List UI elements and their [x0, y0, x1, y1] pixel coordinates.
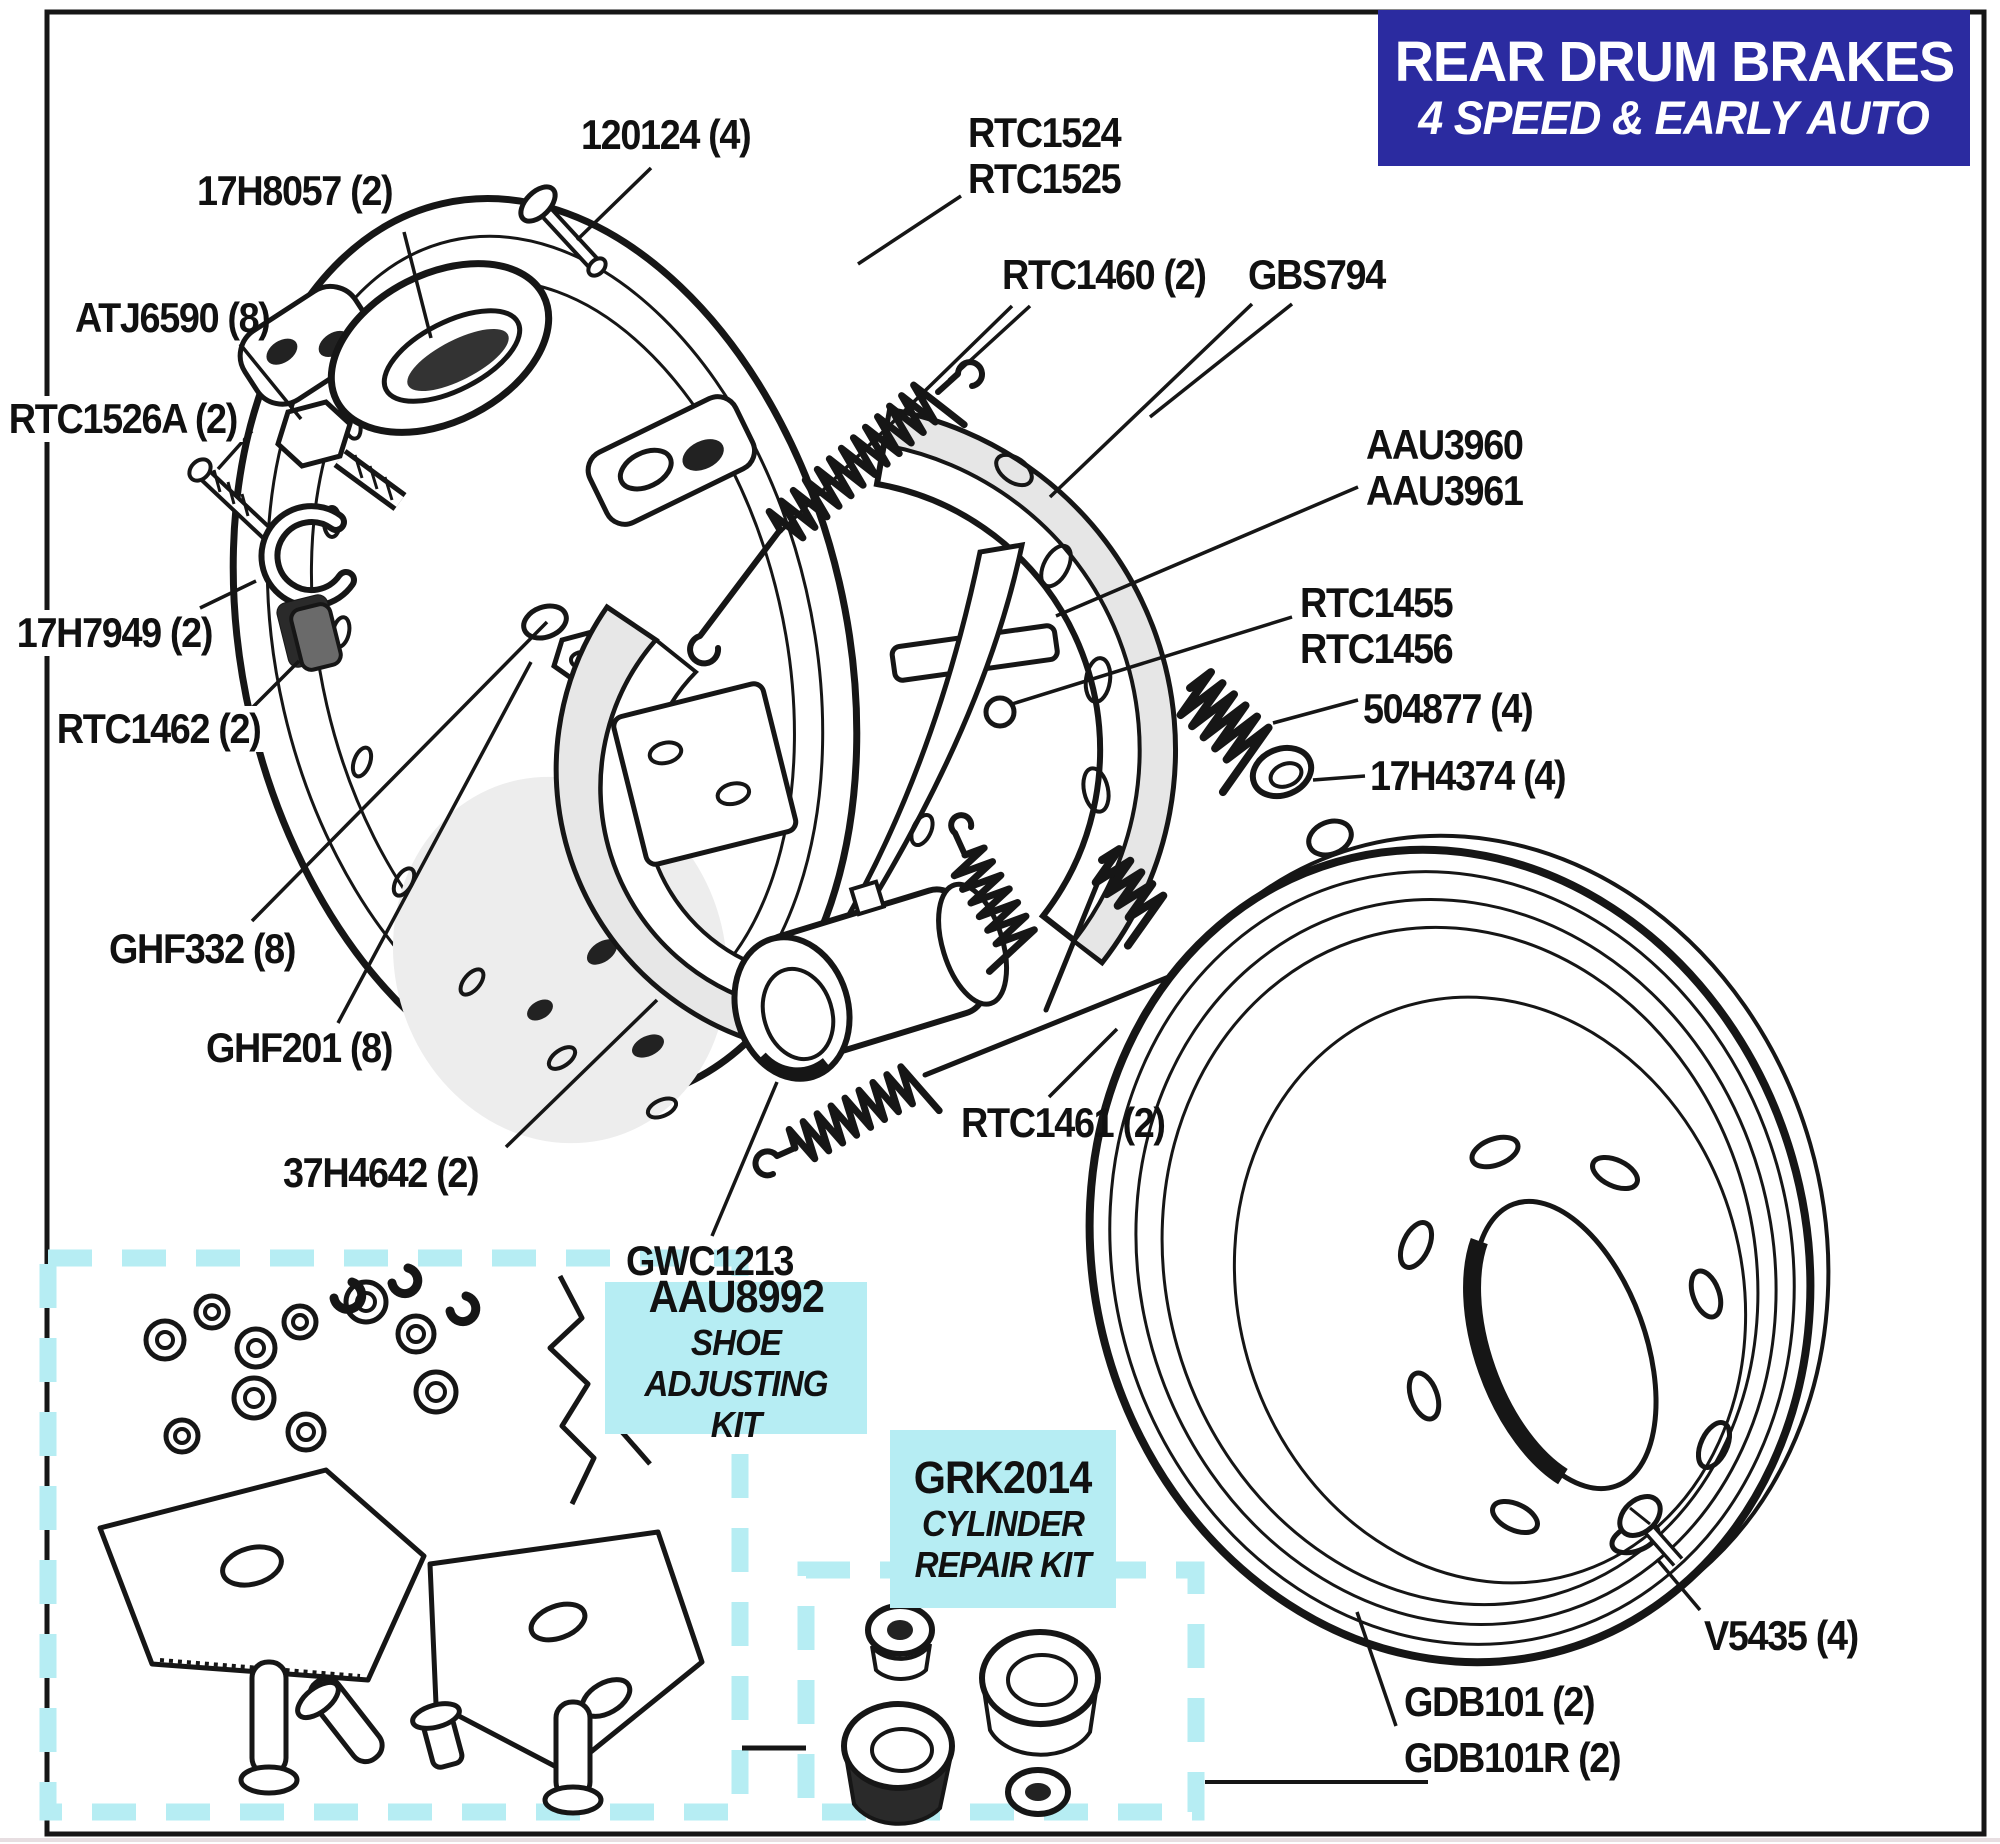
page-subtitle: 4 SPEED & EARLY AUTO	[1418, 91, 1930, 144]
label-gdb101r: GDB101R (2)	[1404, 1734, 1622, 1781]
shoe-adjusting-kit-label: AAU8992 SHOE ADJUSTING KIT	[605, 1271, 867, 1445]
leader-lines	[199, 166, 1702, 1727]
brake-shoes-art	[553, 406, 1179, 1054]
label-rtc1524: RTC1524	[968, 109, 1122, 156]
kit-name-line: ADJUSTING KIT	[644, 1362, 828, 1445]
kit-name-line: CYLINDER	[922, 1503, 1085, 1544]
page-border	[44, 9, 1987, 1837]
drum-screw-art	[1617, 1494, 1684, 1567]
cylinder-kit-contents-art	[841, 1603, 1101, 1826]
label-gbs794: GBS794	[1248, 251, 1386, 298]
brake-drum-art	[1085, 833, 1831, 1784]
label-rtc1461: RTC1461 (2)	[961, 1099, 1166, 1146]
label-atj6590: ATJ6590 (8)	[75, 294, 271, 341]
kit-name-line: SHOE	[690, 1321, 782, 1363]
label-rtc1455: RTC1455	[1300, 579, 1454, 626]
page-title: REAR DRUM BRAKES	[1394, 30, 1954, 94]
rubber-pad-art	[276, 594, 343, 672]
label-rtc1456: RTC1456	[1300, 625, 1454, 672]
label-37h4642: 37H4642 (2)	[283, 1149, 480, 1196]
grommet-art	[327, 260, 553, 436]
label-rtc1462: RTC1462 (2)	[55, 706, 266, 752]
cylinder-kit-box	[742, 1561, 1205, 1821]
page-bottom-rule	[0, 1838, 2000, 1842]
holddown-springs-art	[1043, 668, 1273, 1013]
stud-art	[187, 457, 280, 546]
clevis-pin-art	[518, 184, 608, 278]
label-rtc1526a: RTC1526A (2)	[7, 396, 243, 442]
label-17h7949: 17H7949 (2)	[15, 610, 218, 656]
title-plate: REAR DRUM BRAKES 4 SPEED & EARLY AUTO	[1378, 10, 1970, 166]
label-ghf201: GHF201 (8)	[206, 1024, 393, 1071]
label-120124: 120124 (4)	[581, 111, 752, 158]
label-gwc1213: GWC1213	[626, 1237, 794, 1284]
wheel-cylinder-art	[731, 879, 1009, 1082]
cylinder-repair-kit-label: GRK2014 CYLINDER REPAIR KIT	[890, 1430, 1116, 1608]
shoe-kit-box	[39, 1249, 749, 1821]
label-aau3960: AAU3960	[1366, 421, 1524, 468]
label-17h4374: 17H4374 (4)	[1370, 752, 1567, 799]
return-spring-mid-art	[948, 812, 1038, 975]
cup-washers-art	[1249, 744, 1354, 858]
kit-name-line: REPAIR KIT	[914, 1544, 1092, 1585]
kit-code: AAU8992	[648, 1270, 824, 1322]
kit-code: GRK2014	[914, 1452, 1093, 1503]
label-17h8057: 17H8057 (2)	[197, 167, 394, 214]
label-rtc1460: RTC1460 (2)	[1002, 251, 1207, 298]
label-gdb101: GDB101 (2)	[1404, 1678, 1596, 1725]
label-v5435: V5435 (4)	[1704, 1612, 1859, 1659]
label-rtc1525: RTC1525	[968, 155, 1122, 202]
bolt-art	[275, 399, 407, 511]
label-aau3961: AAU3961	[1366, 467, 1524, 514]
label-504877: 504877 (4)	[1363, 685, 1534, 732]
label-ghf332: GHF332 (8)	[109, 925, 296, 972]
